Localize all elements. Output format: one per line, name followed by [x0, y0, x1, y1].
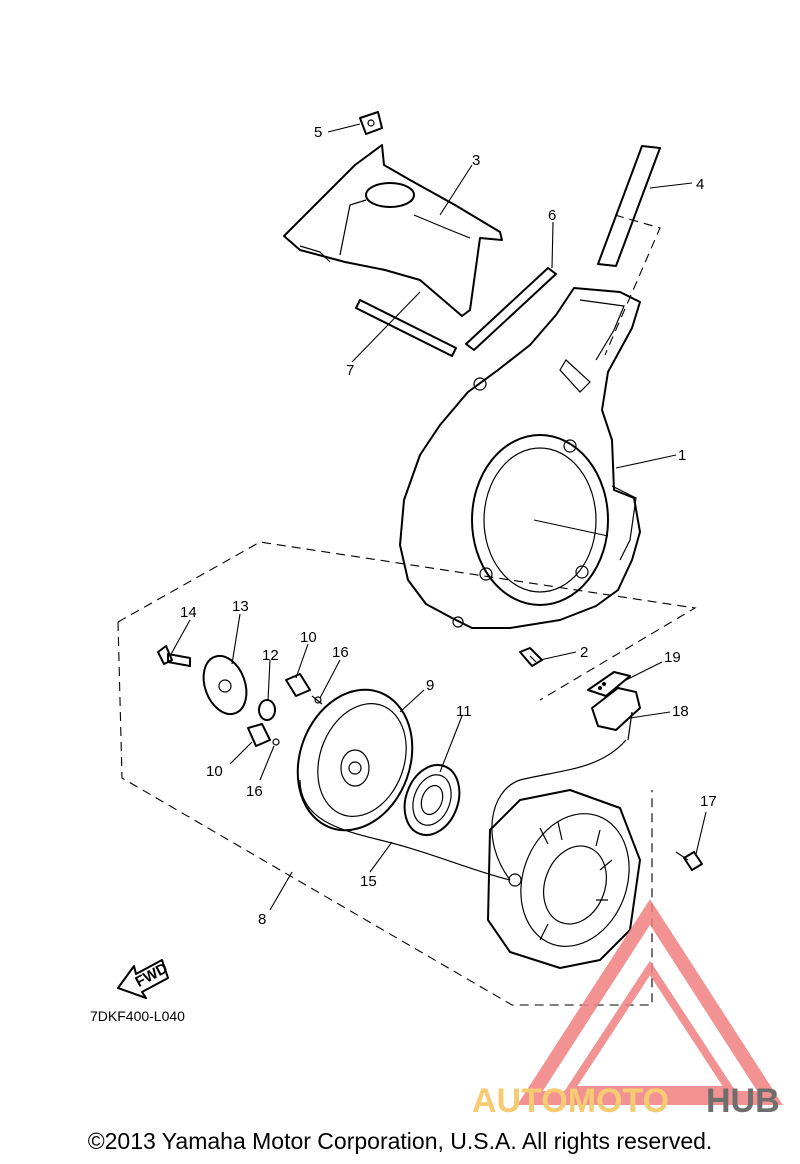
callout-3: 3	[472, 152, 480, 169]
callout-7: 7	[346, 362, 354, 379]
callout-16-lower: 16	[246, 783, 263, 800]
automotohub-watermark: AUTOMOTO HUB	[472, 899, 783, 1120]
part-16-spring-upper	[311, 695, 323, 705]
callout-9: 9	[426, 677, 434, 694]
copyright-notice: ©2013 Yamaha Motor Corporation, U.S.A. A…	[87, 1128, 713, 1154]
part-4-strip	[597, 145, 661, 356]
part-2-bolt	[519, 647, 543, 667]
watermark-automoto: AUTOMOTO	[472, 1082, 669, 1120]
callout-19: 19	[664, 649, 681, 666]
callout-10-lower: 10	[206, 763, 223, 780]
callout-18: 18	[672, 703, 689, 720]
part-9-pulley	[296, 688, 414, 832]
callout-17: 17	[700, 793, 717, 810]
part-7-strip	[355, 299, 457, 357]
part-11-spiral-spring	[403, 764, 461, 836]
callout-8: 8	[258, 911, 266, 928]
callout-13: 13	[232, 598, 249, 615]
part-19-label	[587, 671, 631, 697]
part-18-handle	[591, 687, 641, 741]
part-10-pawl-lower	[247, 723, 271, 747]
callout-16-upper: 16	[332, 644, 349, 661]
watermark-hub: HUB	[706, 1082, 780, 1120]
callout-2: 2	[580, 644, 588, 661]
part-14-bolt	[157, 645, 191, 667]
callout-1: 1	[678, 447, 686, 464]
part-6-strip	[465, 267, 557, 351]
part-1-fan-cover	[399, 287, 641, 629]
recoil-starter-assembly-outline	[117, 541, 697, 1006]
part-13-plate	[202, 654, 248, 716]
drawing-code: 7DKF400-L040	[90, 1008, 185, 1024]
fwd-arrow: FWD	[117, 959, 171, 999]
part-8-starter-case	[487, 789, 641, 969]
part-3-upper-shroud	[283, 144, 503, 317]
part-10-pawl-upper	[285, 673, 311, 697]
leader-lines	[169, 123, 707, 911]
callout-12: 12	[262, 647, 279, 664]
callout-5: 5	[314, 124, 322, 141]
part-17-bolt	[675, 851, 703, 871]
callout-6: 6	[548, 207, 556, 224]
part-5-clip	[359, 111, 383, 135]
part-15-rope	[299, 739, 627, 881]
callout-4: 4	[696, 176, 704, 193]
callout-labels: 1 2 3 4 5 6 7 8 9 10 10 11 12 13 14 15 1…	[180, 124, 717, 928]
callout-14: 14	[180, 604, 197, 621]
part-16-spring-lower	[272, 738, 280, 746]
callout-11: 11	[456, 703, 472, 720]
part-12-ring	[258, 699, 276, 721]
callout-10-upper: 10	[300, 629, 317, 646]
callout-15: 15	[360, 873, 377, 890]
